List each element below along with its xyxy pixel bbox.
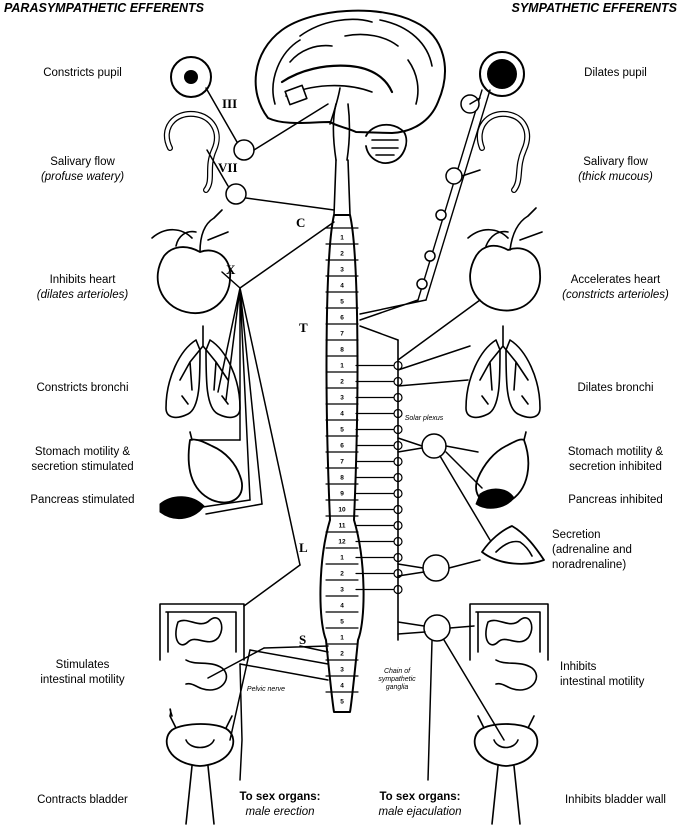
region-label-cervical: C: [296, 215, 306, 230]
header-parasympathetic: PARASYMPATHETIC EFFERENTS: [4, 1, 205, 15]
label-contracts-bladder: Contracts bladder: [37, 794, 128, 806]
stomach-left-illustration: [159, 431, 243, 520]
sympathetic-pathways: [359, 89, 505, 781]
spinal-segment-lumbar-3: 3: [340, 587, 344, 594]
spinal-segment-thoracic-9: 9: [340, 491, 344, 498]
intestine-left-illustration: [159, 603, 245, 691]
intestine-right-illustration: [469, 603, 549, 691]
eye-left-illustration: [170, 56, 212, 98]
spinal-segment-cervical-8: 8: [340, 347, 344, 354]
spinal-segment-sacral-5: 5: [340, 699, 344, 706]
spinal-segment-thoracic-12: 12: [338, 539, 346, 546]
lungs-right-illustration: [465, 325, 541, 419]
label-salivary-left: Salivary flow (profuse watery): [40, 156, 125, 183]
spinal-segment-thoracic-3: 3: [340, 395, 344, 402]
salivary-gland-left: [163, 110, 220, 193]
label-accelerates-heart: Accelerates heart (constricts arterioles…: [562, 274, 669, 301]
label-stimulates-intestinal: Stimulates intestinal motility: [40, 659, 125, 686]
spinal-segment-thoracic-1: 1: [340, 363, 344, 370]
spinal-segment-thoracic-5: 5: [340, 427, 344, 434]
spinal-segment-cervical-5: 5: [340, 299, 344, 306]
spinal-segment-lumbar-5: 5: [340, 619, 344, 626]
spinal-segment-sacral-3: 3: [340, 667, 344, 674]
heart-left-illustration: [151, 209, 231, 315]
spinal-segment-thoracic-11: 11: [339, 523, 346, 530]
spinal-segment-sacral-2: 2: [340, 651, 344, 658]
salivary-gland-right: [476, 110, 531, 193]
label-dilates-bronchi: Dilates bronchi: [577, 382, 654, 394]
label-inhibits-heart: Inhibits heart (dilates arterioles): [36, 274, 129, 301]
spinal-segment-cervical-2: 2: [340, 251, 344, 258]
spinal-segment-cervical-7: 7: [340, 331, 344, 338]
label-dilates-pupil: Dilates pupil: [584, 67, 647, 79]
spinal-segment-thoracic-10: 10: [338, 507, 346, 514]
spinal-segment-sacral-4: 4: [340, 683, 344, 690]
spinal-segment-lumbar-2: 2: [340, 571, 344, 578]
spinal-segment-thoracic-6: 6: [340, 443, 344, 450]
spinal-segment-lumbar-1: 1: [340, 555, 344, 562]
label-inhibits-intestinal: Inhibits intestinal motility: [560, 661, 645, 688]
brain-illustration: [254, 9, 446, 164]
label-pancreas-inhibited: Pancreas inhibited: [568, 494, 663, 506]
label-sex-organs-ejaculation: To sex organs: male ejaculation: [378, 791, 462, 818]
label-adrenal-secretion: Secretion (adrenaline and noradrenaline): [552, 529, 632, 571]
bladder-left-illustration: [165, 708, 235, 825]
label-pelvic-nerve: Pelvic nerve: [246, 686, 286, 693]
spinal-segment-thoracic-2: 2: [340, 379, 344, 386]
heart-right-illustration: [467, 207, 543, 312]
brainstem: [333, 159, 351, 216]
region-label-lumbar: L: [299, 540, 308, 555]
region-label-sacral: S: [299, 632, 307, 647]
spinal-segment-thoracic-4: 4: [340, 411, 344, 418]
nerve-label-vii: VII: [218, 160, 238, 175]
label-solar-plexus: Solar plexus: [404, 415, 444, 422]
label-chain-ganglia: Chain of sympathetic ganglia: [378, 668, 416, 691]
label-constricts-pupil: Constricts pupil: [43, 67, 122, 79]
label-constricts-bronchi: Constricts bronchi: [36, 382, 129, 394]
label-salivary-right: Salivary flow (thick mucous): [578, 156, 653, 183]
parasympathetic-pathways: [195, 87, 335, 781]
lungs-left-illustration: [165, 325, 241, 419]
spinal-segment-thoracic-8: 8: [340, 475, 344, 482]
spinal-segment-cervical-3: 3: [340, 267, 344, 274]
label-stomach-inhibited: Stomach motility & secretion inhibited: [567, 446, 664, 473]
eye-right-illustration: [479, 51, 525, 97]
region-label-thoracic: T: [299, 320, 308, 335]
nerve-label-x: X: [226, 262, 236, 277]
adrenal-gland-illustration: [481, 525, 545, 565]
label-sex-organs-erection: To sex organs: male erection: [239, 791, 321, 818]
stomach-right-illustration: [475, 431, 530, 509]
label-stomach-stimulated: Stomach motility & secretion stimulated: [31, 446, 134, 473]
label-pancreas-stimulated: Pancreas stimulated: [30, 494, 135, 506]
nerve-label-iii: III: [222, 96, 238, 111]
spinal-segment-cervical-4: 4: [340, 283, 344, 290]
header-sympathetic: SYMPATHETIC EFFERENTS: [511, 1, 677, 15]
spinal-segment-cervical-1: 1: [340, 235, 344, 242]
spinal-segment-cervical-6: 6: [340, 315, 344, 322]
label-inhibits-bladder: Inhibits bladder wall: [564, 794, 666, 806]
bladder-right-illustration: [473, 715, 539, 825]
spinal-segment-sacral-1: 1: [340, 635, 344, 642]
spinal-segment-lumbar-4: 4: [340, 603, 344, 610]
spinal-segment-thoracic-7: 7: [340, 459, 344, 466]
